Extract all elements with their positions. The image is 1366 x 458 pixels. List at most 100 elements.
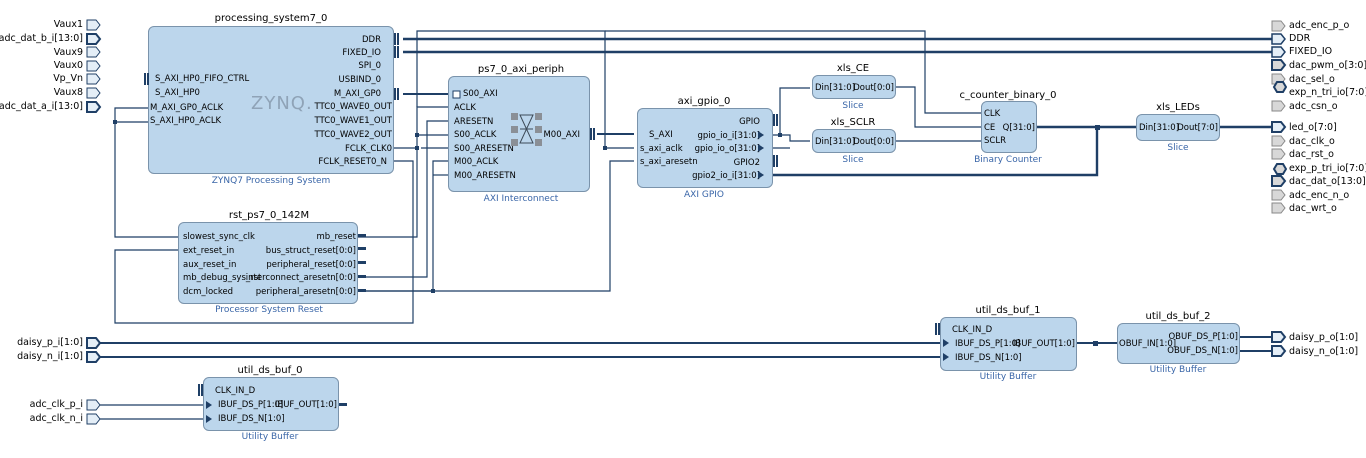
port-daisy-p-o[interactable]: daisy_p_o[1:0] bbox=[1289, 332, 1359, 343]
xls-leds-block[interactable]: Din[31:0] Dout[7:0] bbox=[1136, 114, 1220, 141]
periph-in-m00-aresetn[interactable]: M00_ARESETN bbox=[454, 171, 516, 181]
rst-out-mb-reset[interactable]: mb_reset bbox=[316, 232, 356, 242]
rst-in-dcm-locked[interactable]: dcm_locked bbox=[183, 287, 234, 297]
rst-block[interactable]: slowest_sync_clk ext_reset_in aux_reset_… bbox=[178, 222, 358, 304]
buf2-out-obuf-ds-p[interactable]: OBUF_DS_P[1:0] bbox=[1168, 332, 1238, 342]
buf1-out-ibuf-out[interactable]: IBUF_OUT[1:0] bbox=[1012, 339, 1075, 349]
buf0-in-clk-in-d[interactable]: CLK_IN_D bbox=[215, 386, 256, 396]
ps7-in-m-axi-gp0-aclk[interactable]: M_AXI_GP0_ACLK bbox=[150, 103, 224, 113]
buf1-block[interactable]: CLK_IN_D IBUF_DS_P[1:0] IBUF_DS_N[1:0] I… bbox=[940, 317, 1077, 371]
buf0-in-ibuf-ds-n[interactable]: IBUF_DS_N[1:0] bbox=[218, 414, 285, 424]
port-dac-sel-o[interactable]: dac_sel_o bbox=[1289, 74, 1335, 85]
ps7-in-s-axi-hp0-aclk[interactable]: S_AXI_HP0_ACLK bbox=[150, 116, 222, 126]
periph-in-s00-axi[interactable]: S00_AXI bbox=[463, 89, 498, 99]
rst-out-interconnect-aresetn[interactable]: interconnect_aresetn[0:0] bbox=[245, 273, 356, 283]
ps7-out-fclk-clk0[interactable]: FCLK_CLK0 bbox=[344, 144, 392, 154]
port-daisy-n-o[interactable]: daisy_n_o[1:0] bbox=[1289, 346, 1359, 357]
xls-sclr-in[interactable]: Din[31:0] bbox=[815, 137, 856, 147]
port-adc-clk-p-i[interactable]: adc_clk_p_i bbox=[29, 399, 83, 410]
periph-out-m00-axi[interactable]: M00_AXI bbox=[543, 130, 580, 140]
port-daisy-p-i[interactable]: daisy_p_i[1:0] bbox=[17, 337, 83, 348]
ps7-in-s-axi-hp0-fifo-ctrl[interactable]: S_AXI_HP0_FIFO_CTRL bbox=[155, 74, 250, 84]
ps7-out-usbind-0[interactable]: USBIND_0 bbox=[338, 75, 381, 85]
port-adc-enc-p-o[interactable]: adc_enc_p_o bbox=[1289, 20, 1350, 31]
rst-out-peripheral-reset[interactable]: peripheral_reset[0:0] bbox=[266, 260, 356, 270]
periph-block[interactable]: S00_AXI ACLK ARESETN S00_ACLK S00_ARESET… bbox=[448, 76, 590, 192]
gpio-in-s-axi-aresetn[interactable]: s_axi_aresetn bbox=[640, 157, 698, 167]
buf1-in-ibuf-ds-n[interactable]: IBUF_DS_N[1:0] bbox=[955, 353, 1022, 363]
rst-in-mb-debug-sys-rst[interactable]: mb_debug_sys_rst bbox=[183, 273, 262, 283]
periph-title: ps7_0_axi_periph bbox=[477, 64, 565, 75]
rst-in-ext-reset-in[interactable]: ext_reset_in bbox=[183, 246, 235, 256]
port-led-o[interactable]: led_o[7:0] bbox=[1289, 122, 1337, 133]
port-dac-dat-o[interactable]: dac_dat_o[13:0] bbox=[1289, 176, 1366, 187]
periph-in-s00-aresetn[interactable]: S00_ARESETN bbox=[454, 144, 514, 154]
gpio-block[interactable]: S_AXI s_axi_aclk s_axi_aresetn GPIO gpio… bbox=[637, 108, 773, 188]
counter-in-ce[interactable]: CE bbox=[984, 123, 996, 133]
buf0-out-ibuf-out[interactable]: IBUF_OUT[1:0] bbox=[274, 400, 337, 410]
gpio-out-gpio2[interactable]: GPIO2 bbox=[733, 158, 760, 168]
ps7-out-ttc0-wave0[interactable]: TTC0_WAVE0_OUT bbox=[314, 102, 393, 112]
buf0-block[interactable]: CLK_IN_D IBUF_DS_P[1:0] IBUF_DS_N[1:0] I… bbox=[203, 377, 339, 431]
port-dac-pwm-o[interactable]: dac_pwm_o[3:0] bbox=[1289, 60, 1366, 71]
ps7-out-fclk-reset0-n[interactable]: FCLK_RESET0_N bbox=[318, 157, 387, 167]
port-adc-csn-o[interactable]: adc_csn_o bbox=[1289, 101, 1338, 112]
port-exp-n-tri-io[interactable]: exp_n_tri_io[7:0] bbox=[1289, 87, 1366, 98]
rst-in-slowest-sync-clk[interactable]: slowest_sync_clk bbox=[183, 232, 255, 242]
buf2-out-obuf-ds-n[interactable]: OBUF_DS_N[1:0] bbox=[1167, 346, 1238, 356]
periph-in-s00-aclk[interactable]: S00_ACLK bbox=[454, 130, 497, 140]
port-vaux9[interactable]: Vaux9 bbox=[53, 47, 83, 58]
periph-in-m00-aclk[interactable]: M00_ACLK bbox=[454, 157, 499, 167]
port-fixed-io[interactable]: FIXED_IO bbox=[1289, 46, 1333, 57]
counter-out-q[interactable]: Q[31:0] bbox=[1002, 123, 1035, 133]
xls-sclr-block[interactable]: Din[31:0] Dout[0:0] bbox=[812, 129, 896, 153]
ps7-out-m-axi-gp0[interactable]: M_AXI_GP0 bbox=[333, 89, 381, 99]
port-dac-clk-o[interactable]: dac_clk_o bbox=[1289, 136, 1335, 147]
port-vp-vn[interactable]: Vp_Vn bbox=[53, 73, 83, 84]
ps7-out-ddr[interactable]: DDR bbox=[362, 35, 381, 45]
ps7-block[interactable]: S_AXI_HP0_FIFO_CTRL S_AXI_HP0 M_AXI_GP0_… bbox=[148, 26, 394, 174]
rst-in-aux-reset-in[interactable]: aux_reset_in bbox=[183, 260, 237, 270]
ps7-out-ttc0-wave1[interactable]: TTC0_WAVE1_OUT bbox=[314, 116, 393, 126]
gpio-out-gpio[interactable]: GPIO bbox=[739, 117, 760, 127]
buf2-in-obuf-in[interactable]: OBUF_IN[1:0] bbox=[1119, 339, 1177, 349]
ps7-out-fixed-io[interactable]: FIXED_IO bbox=[342, 48, 381, 58]
buf2-block[interactable]: OBUF_IN[1:0] OBUF_DS_P[1:0] OBUF_DS_N[1:… bbox=[1117, 323, 1240, 364]
buf0-in-ibuf-ds-p[interactable]: IBUF_DS_P[1:0] bbox=[218, 400, 284, 410]
port-ddr[interactable]: DDR bbox=[1289, 33, 1311, 44]
gpio-in-s-axi-aclk[interactable]: s_axi_aclk bbox=[640, 144, 683, 154]
buf1-in-ibuf-ds-p[interactable]: IBUF_DS_P[1:0] bbox=[955, 339, 1021, 349]
port-adc-clk-n-i[interactable]: adc_clk_n_i bbox=[29, 413, 83, 424]
port-exp-p-tri-io[interactable]: exp_p_tri_io[7:0] bbox=[1289, 163, 1366, 174]
port-adc-dat-b-i[interactable]: adc_dat_b_i[13:0] bbox=[0, 33, 83, 44]
port-adc-enc-n-o[interactable]: adc_enc_n_o bbox=[1289, 190, 1350, 201]
counter-block[interactable]: CLK CE SCLR Q[31:0] bbox=[981, 101, 1037, 153]
gpio-out-gpio-io-i[interactable]: gpio_io_i[31:0] bbox=[697, 131, 761, 141]
xls-ce-in[interactable]: Din[31:0] bbox=[815, 83, 856, 93]
ps7-out-ttc0-wave2[interactable]: TTC0_WAVE2_OUT bbox=[314, 130, 393, 140]
gpio-out-gpio2-io-i[interactable]: gpio2_io_i[31:0] bbox=[692, 171, 760, 181]
rst-out-peripheral-aresetn[interactable]: peripheral_aresetn[0:0] bbox=[255, 287, 356, 297]
ps7-in-s-axi-hp0[interactable]: S_AXI_HP0 bbox=[155, 88, 200, 98]
port-daisy-n-i[interactable]: daisy_n_i[1:0] bbox=[17, 351, 83, 362]
buf1-in-clk-in-d[interactable]: CLK_IN_D bbox=[952, 325, 993, 335]
gpio-in-s-axi[interactable]: S_AXI bbox=[649, 130, 673, 140]
xls-ce-out[interactable]: Dout[0:0] bbox=[853, 83, 894, 93]
port-vaux1[interactable]: Vaux1 bbox=[53, 19, 83, 30]
xls-leds-out[interactable]: Dout[7:0] bbox=[1177, 123, 1218, 133]
counter-in-clk[interactable]: CLK bbox=[984, 109, 1001, 119]
port-vaux0[interactable]: Vaux0 bbox=[53, 60, 83, 71]
xls-ce-block[interactable]: Din[31:0] Dout[0:0] bbox=[812, 75, 896, 99]
xls-sclr-out[interactable]: Dout[0:0] bbox=[853, 137, 894, 147]
rst-out-bus-struct-reset[interactable]: bus_struct_reset[0:0] bbox=[265, 246, 356, 256]
port-dac-wrt-o[interactable]: dac_wrt_o bbox=[1289, 203, 1337, 214]
port-vaux8[interactable]: Vaux8 bbox=[53, 87, 83, 98]
xls-leds-in[interactable]: Din[31:0] bbox=[1139, 123, 1180, 133]
periph-in-aclk[interactable]: ACLK bbox=[454, 103, 476, 113]
periph-in-aresetn[interactable]: ARESETN bbox=[454, 117, 494, 127]
counter-in-sclr[interactable]: SCLR bbox=[984, 136, 1006, 146]
ps7-out-spi-0[interactable]: SPI_0 bbox=[358, 61, 381, 71]
gpio-out-gpio-io-o[interactable]: gpio_io_o[31:0] bbox=[694, 144, 760, 154]
port-adc-dat-a-i[interactable]: adc_dat_a_i[13:0] bbox=[0, 101, 83, 112]
port-dac-rst-o[interactable]: dac_rst_o bbox=[1289, 149, 1334, 160]
